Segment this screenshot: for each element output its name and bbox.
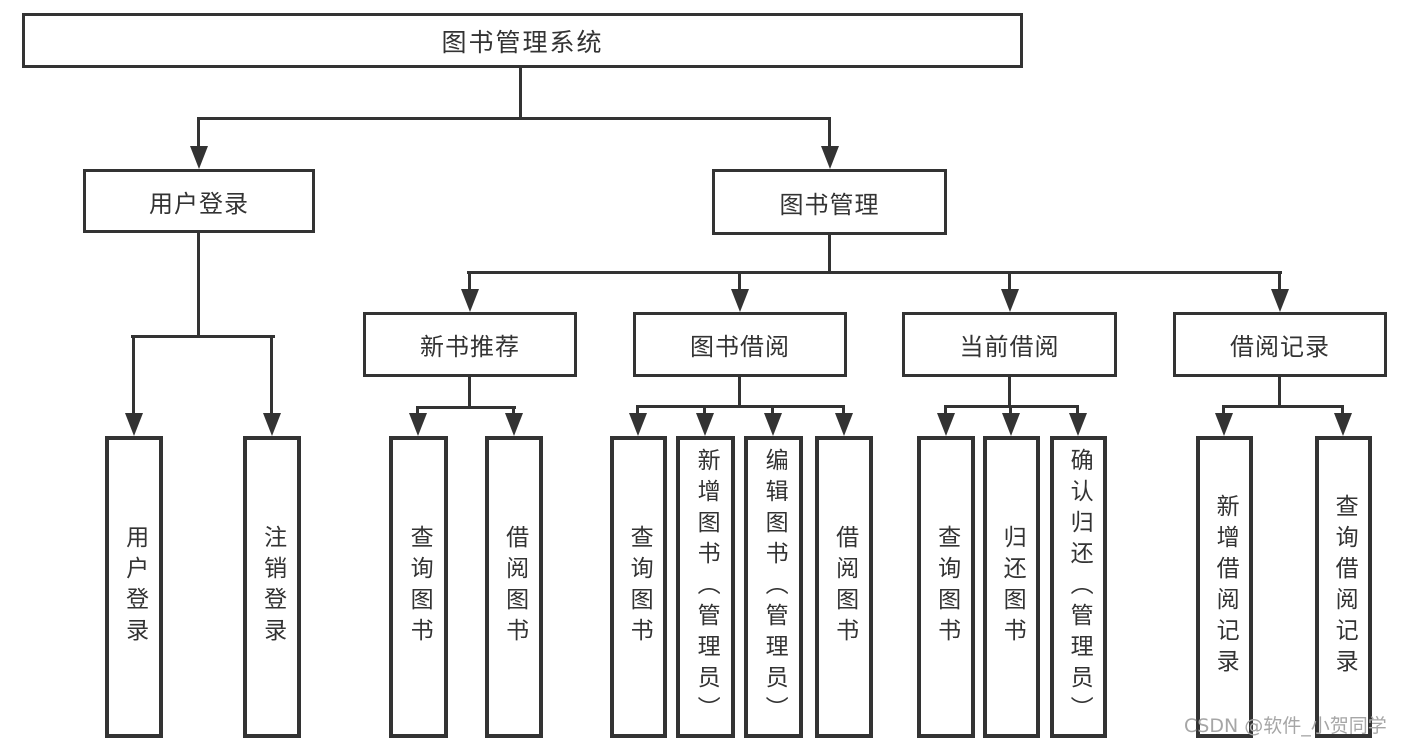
node-new-books-label: 新书推荐 (420, 333, 520, 361)
arrowhead-bb-edit (764, 413, 782, 436)
leaf-user-login: 用户登录 (105, 436, 163, 738)
leaf-borrow-add-books-admin: 新增图书（管理员） (676, 436, 735, 738)
leaf-borrow-query-books: 查询图书 (610, 436, 667, 738)
leaf-newbooks-query-books-label: 查询图书 (406, 525, 433, 649)
leaf-current-query-books: 查询图书 (917, 436, 975, 738)
csdn-watermark: CSDN @软件_小贺同学 (1184, 715, 1387, 737)
leaf-newbooks-query-books: 查询图书 (389, 436, 448, 738)
leaf-borrow-borrow-books: 借阅图书 (815, 436, 873, 738)
connector-borrow-records-branch (1222, 405, 1344, 408)
leaf-borrow-borrow-books-label: 借阅图书 (831, 525, 858, 649)
node-borrow-records: 借阅记录 (1173, 312, 1387, 377)
connector-drop-borrow-records (1278, 273, 1281, 293)
arrowhead-bb-add (696, 413, 714, 436)
connector-drop-br-add (1222, 407, 1225, 415)
node-book-borrow-label: 图书借阅 (690, 333, 790, 361)
arrowhead-br-query (1334, 413, 1352, 436)
connector-drop-user-login (197, 119, 200, 149)
connector-drop-new-books (468, 273, 471, 293)
connector-drop-leaf-logout (270, 337, 273, 417)
leaf-records-add-record: 新增借阅记录 (1196, 436, 1253, 738)
connector-book-mgmt-stem (828, 235, 831, 273)
connector-new-books-stem (468, 377, 471, 408)
connector-drop-book-mgmt (828, 119, 831, 149)
connector-current-borrow-stem (1008, 377, 1011, 407)
connector-drop-nb-query (416, 408, 419, 415)
leaf-current-confirm-return-admin-label: 确认归还（管理员） (1066, 447, 1093, 727)
leaf-records-query-record-label: 查询借阅记录 (1331, 494, 1358, 680)
connector-drop-book-borrow (738, 273, 741, 293)
node-borrow-records-label: 借阅记录 (1230, 333, 1330, 361)
arrowhead-br-add (1215, 413, 1233, 436)
leaf-current-return-books: 归还图书 (983, 436, 1040, 738)
node-new-books: 新书推荐 (363, 312, 577, 377)
leaf-borrow-edit-books-admin-label: 编辑图书（管理员） (761, 447, 788, 727)
leaf-borrow-edit-books-admin: 编辑图书（管理员） (744, 436, 803, 738)
connector-new-books-branch (416, 406, 516, 409)
connector-drop-bb-query (636, 407, 639, 415)
connector-drop-cb-return (1009, 407, 1012, 415)
connector-drop-br-query (1341, 407, 1344, 415)
node-book-mgmt-label: 图书管理 (779, 190, 880, 219)
connector-drop-cb-confirm (1076, 407, 1079, 415)
connector-drop-bb-add (703, 407, 706, 415)
arrowhead-current-borrow (1001, 289, 1019, 312)
node-root-label: 图书管理系统 (441, 27, 604, 57)
leaf-borrow-add-books-admin-label: 新增图书（管理员） (693, 447, 720, 727)
connector-drop-current-borrow (1008, 273, 1011, 293)
connector-book-mgmt-branch (467, 271, 1282, 274)
leaf-newbooks-borrow-books: 借阅图书 (485, 436, 543, 738)
leaf-newbooks-borrow-books-label: 借阅图书 (501, 525, 528, 649)
arrowhead-borrow-records (1271, 289, 1289, 312)
arrowhead-nb-borrow (505, 413, 523, 436)
leaf-current-return-books-label: 归还图书 (999, 525, 1026, 649)
arrowhead-bb-borrow (835, 413, 853, 436)
node-user-login-label: 用户登录 (149, 189, 249, 218)
arrowhead-bb-query (629, 413, 647, 436)
connector-root-stem (519, 68, 522, 118)
leaf-logout: 注销登录 (243, 436, 301, 738)
leaf-records-query-record: 查询借阅记录 (1315, 436, 1372, 738)
connector-current-borrow-branch (944, 405, 1079, 408)
node-root-library-system: 图书管理系统 (22, 13, 1023, 68)
arrowhead-cb-query (937, 413, 955, 436)
node-user-login: 用户登录 (83, 169, 315, 233)
connector-drop-leaf-user-login (132, 337, 135, 417)
arrowhead-cb-confirm (1069, 413, 1087, 436)
connector-drop-cb-query (944, 407, 947, 415)
connector-borrow-records-stem (1278, 377, 1281, 407)
node-current-borrow: 当前借阅 (902, 312, 1117, 377)
arrowhead-leaf-user-login (125, 413, 143, 436)
arrowhead-user-login (190, 146, 208, 169)
leaf-user-login-label: 用户登录 (121, 525, 148, 649)
leaf-current-query-books-label: 查询图书 (933, 525, 960, 649)
leaf-current-confirm-return-admin: 确认归还（管理员） (1050, 436, 1107, 738)
node-book-mgmt: 图书管理 (712, 169, 947, 235)
arrowhead-nb-query (409, 413, 427, 436)
connector-user-login-branch (131, 335, 275, 338)
connector-drop-bb-borrow (842, 407, 845, 415)
connector-drop-nb-borrow (512, 408, 515, 415)
leaf-records-add-record-label: 新增借阅记录 (1212, 494, 1239, 680)
connector-book-borrow-branch (636, 405, 845, 408)
connector-drop-bb-edit (771, 407, 774, 415)
arrowhead-book-borrow (731, 289, 749, 312)
arrowhead-book-mgmt (821, 146, 839, 169)
arrowhead-leaf-logout (263, 413, 281, 436)
connector-book-borrow-stem (738, 377, 741, 407)
leaf-logout-label: 注销登录 (259, 525, 286, 649)
node-current-borrow-label: 当前借阅 (959, 333, 1060, 361)
connector-root-branch (197, 117, 831, 120)
node-book-borrow: 图书借阅 (633, 312, 847, 377)
arrowhead-new-books (461, 289, 479, 312)
leaf-borrow-query-books-label: 查询图书 (626, 525, 653, 649)
connector-user-login-stem (197, 233, 200, 337)
arrowhead-cb-return (1002, 413, 1020, 436)
